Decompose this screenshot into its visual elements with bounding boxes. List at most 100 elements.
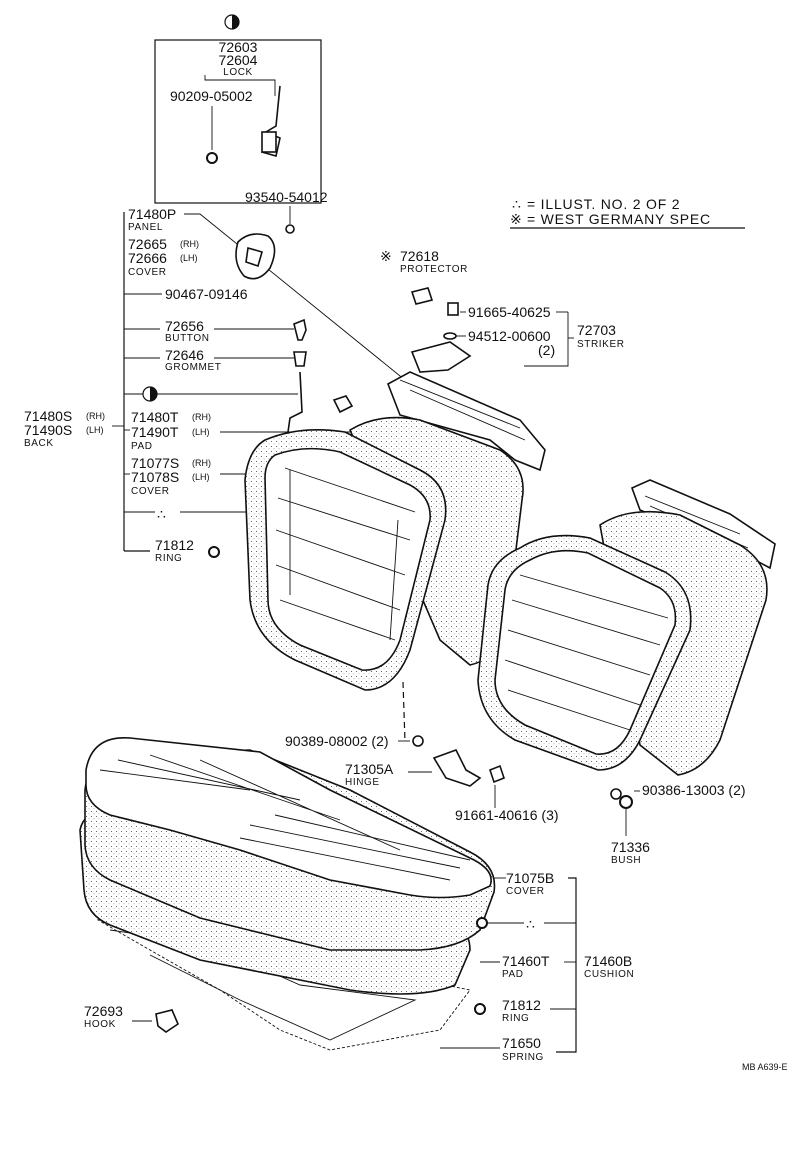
reference-code: MB A639-E [742, 1062, 788, 1072]
legend-illust-text: = ILLUST. NO. 2 OF 2 [527, 196, 680, 212]
lock-rod-icon [261, 85, 281, 158]
hook-no: 72693 [84, 1003, 123, 1019]
bush-no: 71336 [611, 839, 650, 855]
ring-icon [208, 546, 220, 558]
hook-icon [155, 1009, 179, 1033]
striker-icon [410, 341, 472, 373]
button-name: BUTTON [165, 333, 210, 344]
pad-lh-tag: (LH) [192, 427, 210, 437]
pad-lh-no: 71490T [131, 424, 179, 440]
lock-part-no-1: 72603 [219, 39, 258, 55]
bcover-lh-no: 71078S [131, 469, 179, 485]
protector-name: PROTECTOR [400, 264, 468, 275]
grommet-icon [293, 351, 307, 367]
protector-mark: ※ [380, 248, 392, 264]
bcover-name: COVER [131, 486, 170, 497]
half-circle-icon [224, 14, 240, 30]
hook-name: HOOK [84, 1019, 116, 1030]
cring-no: 71812 [502, 997, 541, 1013]
right-seat-back [477, 479, 776, 776]
spring-no: 71650 [502, 1035, 541, 1051]
lock-name: LOCK [223, 67, 253, 78]
washer-qty: (2) [538, 342, 555, 358]
ring-name: RING [155, 553, 182, 564]
nut-icon [412, 735, 424, 747]
hinge-hardware: 90389-08002 (2) 71305A HINGE 91661-40616… [285, 681, 746, 866]
lock-screw-no: 90209-05002 [170, 88, 253, 104]
cpad-no: 71460T [502, 953, 550, 969]
protector-no: 72618 [400, 248, 439, 264]
back-rh-tag: (RH) [86, 411, 105, 421]
legend: ∴ = ILLUST. NO. 2 OF 2 ※ = WEST GERMANY … [510, 196, 745, 229]
hinge-bolt-no: 91661-40616 (3) [455, 807, 559, 823]
back-callouts: 93540-54012 71480P PANEL 72665 (RH) 7266… [24, 189, 451, 601]
grommet-name: GROMMET [165, 362, 221, 373]
panel-screw-no: 93540-54012 [245, 189, 328, 205]
back-lh-no: 71490S [24, 422, 72, 438]
ring-icon [474, 1003, 486, 1015]
panel-cover-icon [235, 233, 276, 280]
lock-detail-box: 72603 72604 LOCK 90209-05002 [154, 14, 322, 204]
panel-name: PANEL [128, 222, 163, 233]
illust-symbol-2: ∴ [526, 916, 535, 932]
hinge-no: 71305A [345, 761, 394, 777]
bush-name: BUSH [611, 855, 641, 866]
hinge-icon [432, 749, 482, 787]
half-circle-icon [142, 386, 158, 402]
cushion-callouts: 71075B COVER ∴ 71460T PAD 71460B CUSHION… [84, 870, 788, 1072]
bcover-rh-no: 71077S [131, 455, 179, 471]
pad-rh-no: 71480T [131, 409, 179, 425]
cover-rh-tag: (RH) [180, 239, 199, 249]
striker-no: 72703 [577, 322, 616, 338]
bolt-icon [447, 302, 459, 316]
clip-no: 90467-09146 [165, 286, 248, 302]
lock-rod-icon [287, 371, 303, 437]
button-icon [293, 318, 307, 341]
legend-spec-symbol: ※ [510, 211, 523, 227]
pad-name: PAD [131, 441, 153, 452]
cpad-name: PAD [502, 969, 524, 980]
bush-icon [610, 788, 633, 809]
cover-name: COVER [128, 267, 167, 278]
bush-screw-no: 90386-13003 (2) [642, 782, 746, 798]
striker-name: STRIKER [577, 339, 625, 350]
bcover-rh-tag: (RH) [192, 458, 211, 468]
cover-rh-no: 72665 [128, 236, 167, 252]
protector-icon [410, 287, 434, 305]
legend-spec-text: = WEST GERMANY SPEC [527, 211, 711, 227]
grommet-no: 72646 [165, 347, 204, 363]
ccover-name: COVER [506, 886, 545, 897]
striker-group: ※ 72618 PROTECTOR 91665-40625 94512-0060… [380, 248, 625, 373]
cushion-name: CUSHION [584, 969, 634, 980]
illust-symbol: ∴ [157, 506, 166, 522]
bolt-no: 91665-40625 [468, 304, 551, 320]
bcover-lh-tag: (LH) [192, 472, 210, 482]
back-rh-no: 71480S [24, 408, 72, 424]
cushion-no: 71460B [584, 953, 632, 969]
spring-name: SPRING [502, 1052, 544, 1063]
cring-name: RING [502, 1013, 529, 1024]
seat-cushion [79, 737, 496, 1051]
nut-no: 90389-08002 (2) [285, 733, 389, 749]
panel-no: 71480P [128, 206, 176, 222]
screw-icon [285, 224, 295, 234]
button-no: 72656 [165, 318, 204, 334]
bolt-icon [489, 764, 505, 784]
ring-no: 71812 [155, 537, 194, 553]
ring-icon [476, 917, 488, 929]
left-seat-back [244, 371, 546, 691]
hinge-name: HINGE [345, 777, 380, 788]
washer-icon [443, 332, 457, 340]
cover-lh-no: 72666 [128, 250, 167, 266]
pad-rh-tag: (RH) [192, 412, 211, 422]
lock-part-no-2: 72604 [219, 52, 258, 68]
washer-no: 94512-00600 [468, 328, 551, 344]
back-lh-tag: (LH) [86, 425, 104, 435]
cover-lh-tag: (LH) [180, 253, 198, 263]
ccover-no: 71075B [506, 870, 554, 886]
legend-illust-symbol: ∴ [512, 196, 522, 212]
clip-ring-icon [206, 152, 218, 164]
back-name: BACK [24, 438, 54, 449]
clip-icon [332, 395, 354, 414]
